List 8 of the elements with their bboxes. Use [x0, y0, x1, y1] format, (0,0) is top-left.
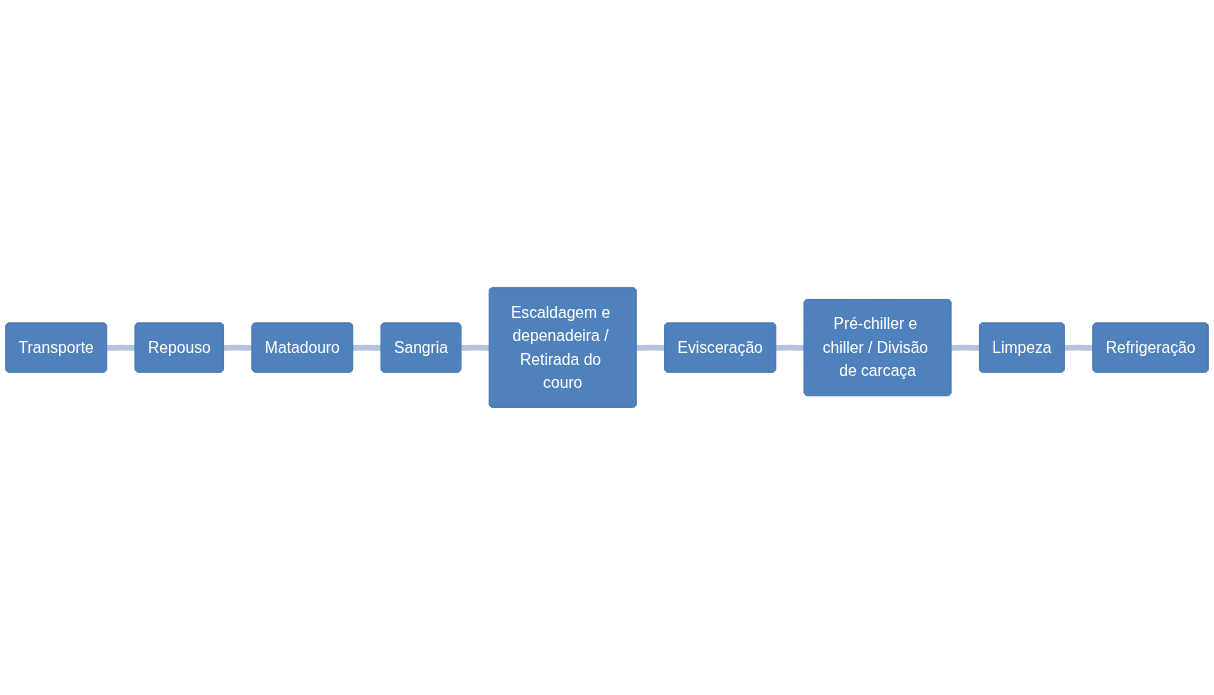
connector: [950, 344, 981, 351]
connector: [635, 344, 666, 351]
connector: [460, 344, 491, 351]
connector: [1064, 344, 1094, 351]
connector: [352, 344, 382, 351]
connector: [223, 344, 253, 351]
connector: [775, 344, 805, 351]
connector: [106, 344, 136, 351]
